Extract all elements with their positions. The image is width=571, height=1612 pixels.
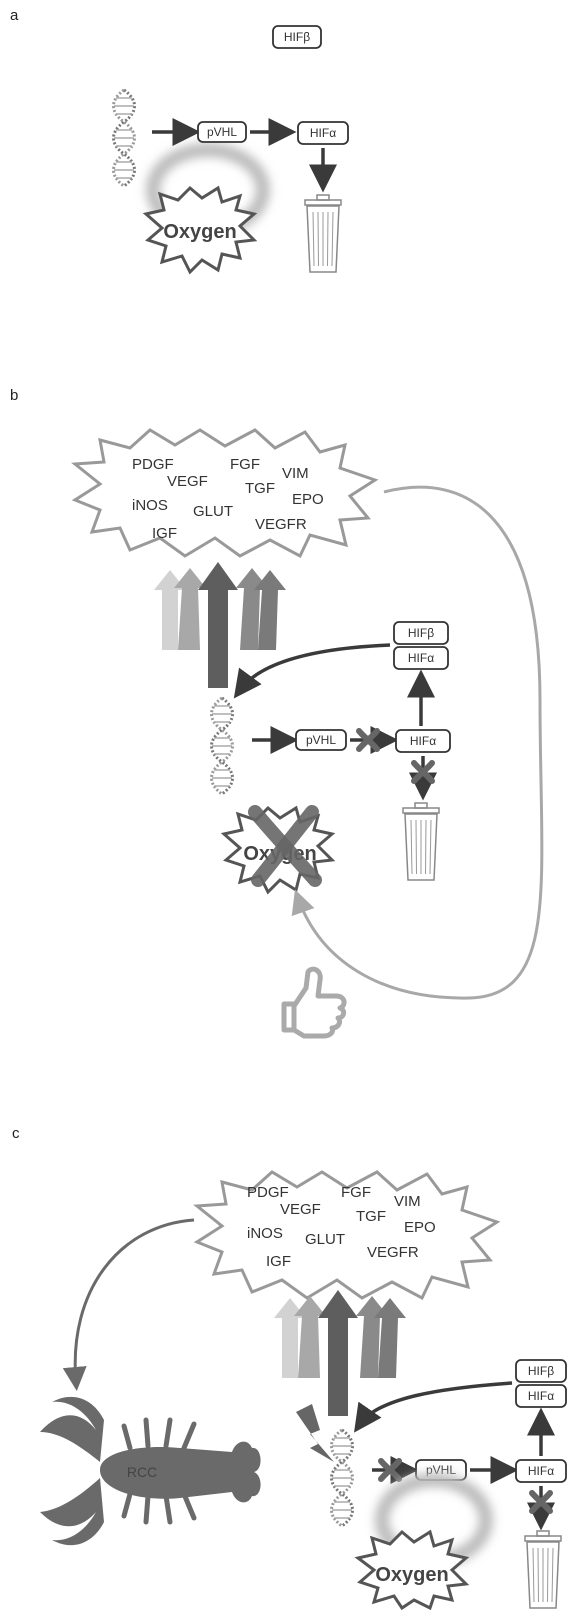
gf-vegfr-b: VEGFR [255,516,307,533]
pvhl-box-a: pVHL [198,122,246,142]
gf-inos-b: iNOS [132,497,168,514]
gf-epo-b: EPO [292,491,324,508]
hif-alpha-box-c-top: HIFα [516,1385,566,1407]
arrow-hif-complex-to-dna-b [240,645,390,690]
gf-vim-c: VIM [394,1193,421,1210]
svg-text:HIFβ: HIFβ [528,1364,554,1378]
gf-glut-b: GLUT [193,503,233,520]
gf-vegf-c: VEGF [280,1201,321,1218]
oxygen-label: Oxygen [163,221,236,243]
gf-fgf-b: FGF [230,456,260,473]
pvhl-box-b: pVHL [296,730,346,750]
gf-vegfr-c: VEGFR [367,1244,419,1261]
hif-beta-box-b: HIFβ [394,622,448,644]
gf-fgf-c: FGF [341,1184,371,1201]
svg-text:HIFα: HIFα [528,1464,554,1478]
hif-alpha-box-c: HIFα [516,1460,566,1482]
svg-text:HIFα: HIFα [408,651,434,665]
hif-alpha-box-b-top: HIFα [394,647,448,669]
arrow-growth-to-tumor [75,1220,194,1382]
gf-glut-c: GLUT [305,1231,345,1248]
oxygen-label-c: Oxygen [375,1564,448,1586]
growth-factor-burst-icon [75,430,375,556]
svg-text:pVHL: pVHL [207,125,237,139]
hif-alpha-box-b: HIFα [396,730,450,752]
panel-label-b: b [10,387,18,404]
svg-text:HIFα: HIFα [310,126,336,140]
lobster-icon: RCC [40,1397,261,1545]
oxygen-burst-icon: Oxygen [146,188,254,272]
upregulation-arrows-c [274,1290,406,1416]
svg-text:HIFα: HIFα [528,1389,554,1403]
trash-bin-icon-c [525,1531,561,1608]
gf-pdgf-b: PDGF [132,456,174,473]
hif-beta-box-a: HIFβ [273,26,321,48]
gf-vegf-b: VEGF [167,473,208,490]
gf-inos-c: iNOS [247,1225,283,1242]
gf-pdgf-c: PDGF [247,1184,289,1201]
hif-beta-box-c: HIFβ [516,1360,566,1382]
gf-tgf-b: TGF [245,480,275,497]
gf-tgf-c: TGF [356,1208,386,1225]
dna-helix-icon-c [332,1430,353,1526]
thumbs-up-icon [284,969,344,1036]
trash-bin-icon [305,195,341,272]
gf-epo-c: EPO [404,1219,436,1236]
svg-text:HIFα: HIFα [410,734,436,748]
gf-igf-c: IGF [266,1253,291,1270]
gf-igf-b: IGF [152,525,177,542]
panel-label-c: c [12,1125,20,1142]
svg-text:HIFβ: HIFβ [284,30,310,44]
gf-vim-b: VIM [282,465,309,482]
arrow-hif-complex-to-dna-c [360,1383,512,1424]
dna-helix-icon-b [212,698,233,794]
svg-text:HIFβ: HIFβ [408,626,434,640]
trash-bin-icon-b [403,803,439,880]
oxygen-burst-icon-b: Oxygen [224,808,332,892]
svg-text:pVHL: pVHL [306,733,336,747]
hif-alpha-box-a: HIFα [298,122,348,144]
panel-label-a: a [10,7,19,24]
rcc-label: RCC [127,1464,157,1480]
dna-helix-icon [114,90,135,186]
oxygen-burst-icon-c: Oxygen [358,1532,466,1608]
